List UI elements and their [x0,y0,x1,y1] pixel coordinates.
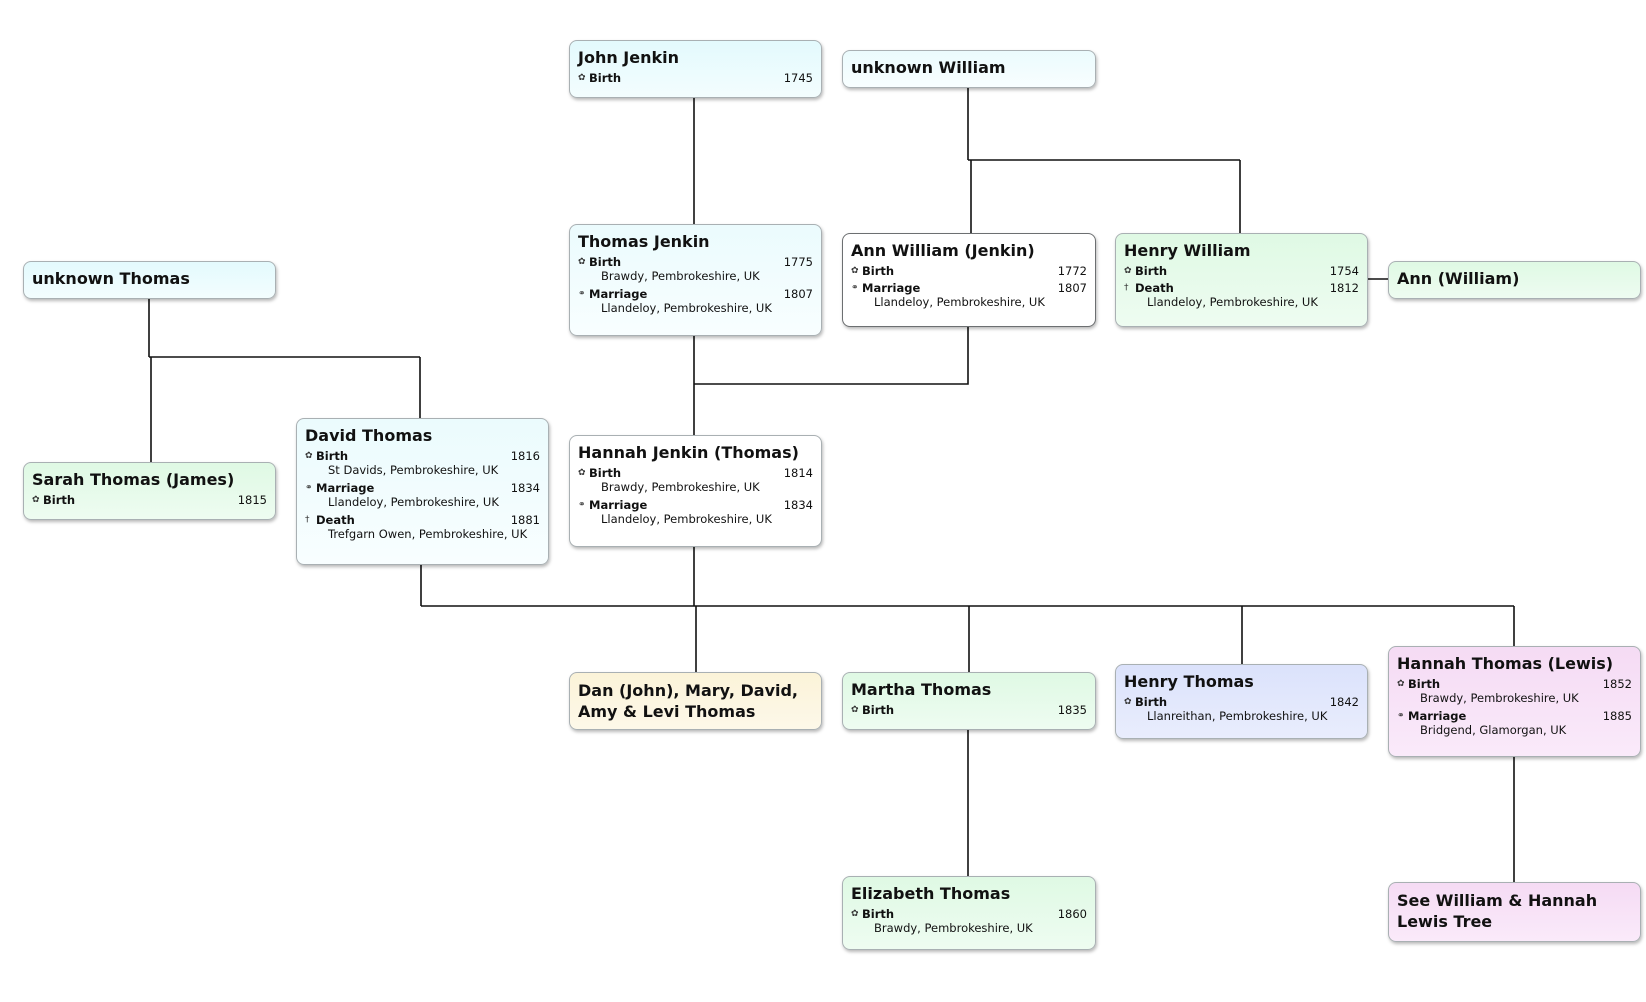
event-row-birth: ✿ Birth 1835 [851,703,1087,717]
birth-icon: ✿ [851,266,859,276]
event-place: Llandeloy, Pembrokeshire, UK [328,495,499,509]
death-icon: † [1124,283,1129,293]
event-row-birth: ✿ Birth 1860 [851,907,1087,921]
person-card-john-jenkin[interactable]: John Jenkin ✿ Birth 1745 [569,40,822,98]
birth-icon: ✿ [851,909,859,919]
event-row-birth: ✿ Birth 1842 [1124,695,1359,709]
event-place: Trefgarn Owen, Pembrokeshire, UK [328,527,528,541]
person-name: Martha Thomas [851,680,992,699]
event-place: St Davids, Pembrokeshire, UK [328,463,499,477]
person-name: David Thomas [305,426,433,445]
birth-icon: ✿ [1124,266,1132,276]
person-name: unknown Thomas [32,269,190,288]
event-place: Llandeloy, Pembrokeshire, UK [601,301,772,315]
marriage-icon: ⚭ [578,500,586,510]
person-name: Thomas Jenkin [578,232,710,251]
event-place: Bridgend, Glamorgan, UK [1420,723,1567,737]
person-card-sarah-thomas-james[interactable]: Sarah Thomas (James) ✿ Birth 1815 [23,462,276,520]
event-place: Brawdy, Pembrokeshire, UK [1420,691,1579,705]
person-name: unknown William [851,58,1006,77]
person-card-david-thomas[interactable]: David Thomas ✿ Birth 1816 St Davids, Pem… [296,418,549,565]
event-row-birth: ✿ Birth 1815 [32,493,267,507]
event-row-death: † Death 1812 [1124,281,1359,295]
death-icon: † [305,515,310,525]
event-place: Brawdy, Pembrokeshire, UK [601,269,760,283]
birth-icon: ✿ [305,451,313,461]
event-row-marriage: ⚭ Marriage 1834 [578,498,813,512]
person-name: Elizabeth Thomas [851,884,1011,903]
person-card-unknown-thomas[interactable]: unknown Thomas [23,261,276,299]
person-name: John Jenkin [578,48,680,67]
person-card-ann-william[interactable]: Ann (William) [1388,261,1641,299]
person-card-henry-william[interactable]: Henry William ✿ Birth 1754 † Death 1812 … [1115,233,1368,327]
birth-icon: ✿ [1124,697,1132,707]
link-card-william-hannah-lewis-tree[interactable]: See William & Hannah Lewis Tree [1388,882,1641,942]
birth-icon: ✿ [578,257,586,267]
marriage-icon: ⚭ [1397,711,1405,721]
person-name: Henry William [1124,241,1251,260]
person-name: Ann (William) [1397,269,1520,288]
person-name: Dan (John), Mary, David, Amy & Levi Thom… [578,681,799,721]
person-card-henry-thomas[interactable]: Henry Thomas ✿ Birth 1842 Llanreithan, P… [1115,664,1368,739]
event-row-marriage: ⚭ Marriage 1885 [1397,709,1632,723]
person-card-martha-thomas[interactable]: Martha Thomas ✿ Birth 1835 [842,672,1096,730]
event-row-marriage: ⚭ Marriage 1807 [578,287,813,301]
marriage-icon: ⚭ [305,483,313,493]
birth-icon: ✿ [578,468,586,478]
person-name: Sarah Thomas (James) [32,470,235,489]
event-row-birth: ✿ Birth 1745 [578,71,813,85]
event-row-death: † Death 1881 [305,513,540,527]
marriage-icon: ⚭ [578,289,586,299]
person-card-ann-william-jenkin[interactable]: Ann William (Jenkin) ✿ Birth 1772 ⚭ Marr… [842,233,1096,327]
person-name: Ann William (Jenkin) [851,241,1035,260]
event-row-birth: ✿ Birth 1816 [305,449,540,463]
event-place: Brawdy, Pembrokeshire, UK [601,480,760,494]
birth-icon: ✿ [1397,679,1405,689]
event-row-birth: ✿ Birth 1772 [851,264,1087,278]
person-card-thomas-jenkin[interactable]: Thomas Jenkin ✿ Birth 1775 Brawdy, Pembr… [569,224,822,336]
event-place: Llandeloy, Pembrokeshire, UK [874,295,1045,309]
person-card-unknown-william[interactable]: unknown William [842,50,1096,88]
event-place: Llanreithan, Pembrokeshire, UK [1147,709,1328,723]
event-row-birth: ✿ Birth 1852 [1397,677,1632,691]
marriage-icon: ⚭ [851,283,859,293]
event-place: Llandeloy, Pembrokeshire, UK [601,512,772,526]
person-card-elizabeth-thomas[interactable]: Elizabeth Thomas ✿ Birth 1860 Brawdy, Pe… [842,876,1096,950]
event-place: Brawdy, Pembrokeshire, UK [874,921,1033,935]
person-name: Hannah Thomas (Lewis) [1397,654,1614,673]
event-row-birth: ✿ Birth 1775 [578,255,813,269]
person-name: Henry Thomas [1124,672,1254,691]
birth-icon: ✿ [32,495,40,505]
event-row-birth: ✿ Birth 1814 [578,466,813,480]
event-row-marriage: ⚭ Marriage 1834 [305,481,540,495]
person-name: See William & Hannah Lewis Tree [1397,891,1598,931]
event-row-marriage: ⚭ Marriage 1807 [851,281,1087,295]
person-card-hannah-thomas-lewis[interactable]: Hannah Thomas (Lewis) ✿ Birth 1852 Brawd… [1388,646,1641,757]
person-name: Hannah Jenkin (Thomas) [578,443,799,462]
person-card-hannah-jenkin-thomas[interactable]: Hannah Jenkin (Thomas) ✿ Birth 1814 Braw… [569,435,822,547]
birth-icon: ✿ [578,73,586,83]
birth-icon: ✿ [851,705,859,715]
event-place: Llandeloy, Pembrokeshire, UK [1147,295,1318,309]
event-row-birth: ✿ Birth 1754 [1124,264,1359,278]
person-card-dan-mary-david-amy-levi[interactable]: Dan (John), Mary, David, Amy & Levi Thom… [569,672,822,730]
